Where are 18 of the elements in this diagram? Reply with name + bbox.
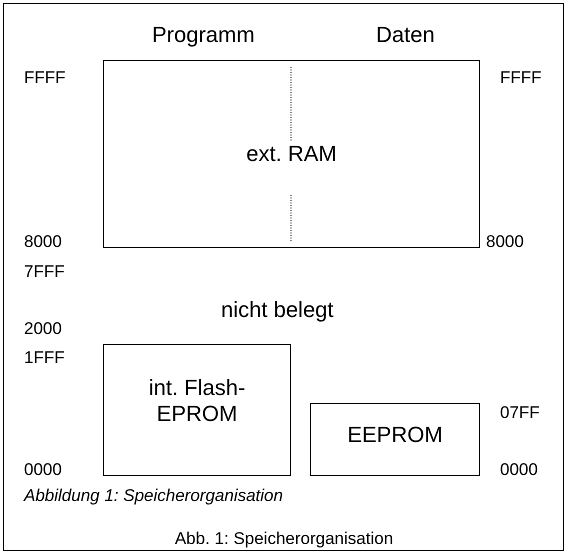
column-heading: Programm <box>152 21 255 49</box>
address-label: 2000 <box>24 318 62 340</box>
column-heading: Daten <box>376 21 435 49</box>
address-label: 07FF <box>500 402 540 424</box>
memory-box <box>103 344 291 476</box>
memory-box <box>310 403 480 476</box>
address-label: 1FFF <box>24 347 65 369</box>
address-label: 8000 <box>486 231 524 253</box>
address-label: 7FFF <box>24 261 65 283</box>
address-label: 0000 <box>24 459 62 481</box>
address-label: FFFF <box>500 67 542 89</box>
region-label: nicht belegt <box>221 296 334 324</box>
memory-box <box>103 60 480 248</box>
address-label: 0000 <box>500 459 538 481</box>
address-label: FFFF <box>24 67 66 89</box>
figure-caption: Abb. 1: Speicherorganisation <box>174 528 394 550</box>
address-label: 8000 <box>24 231 62 253</box>
figure-caption: Abbildung 1: Speicherorganisation <box>24 485 283 507</box>
